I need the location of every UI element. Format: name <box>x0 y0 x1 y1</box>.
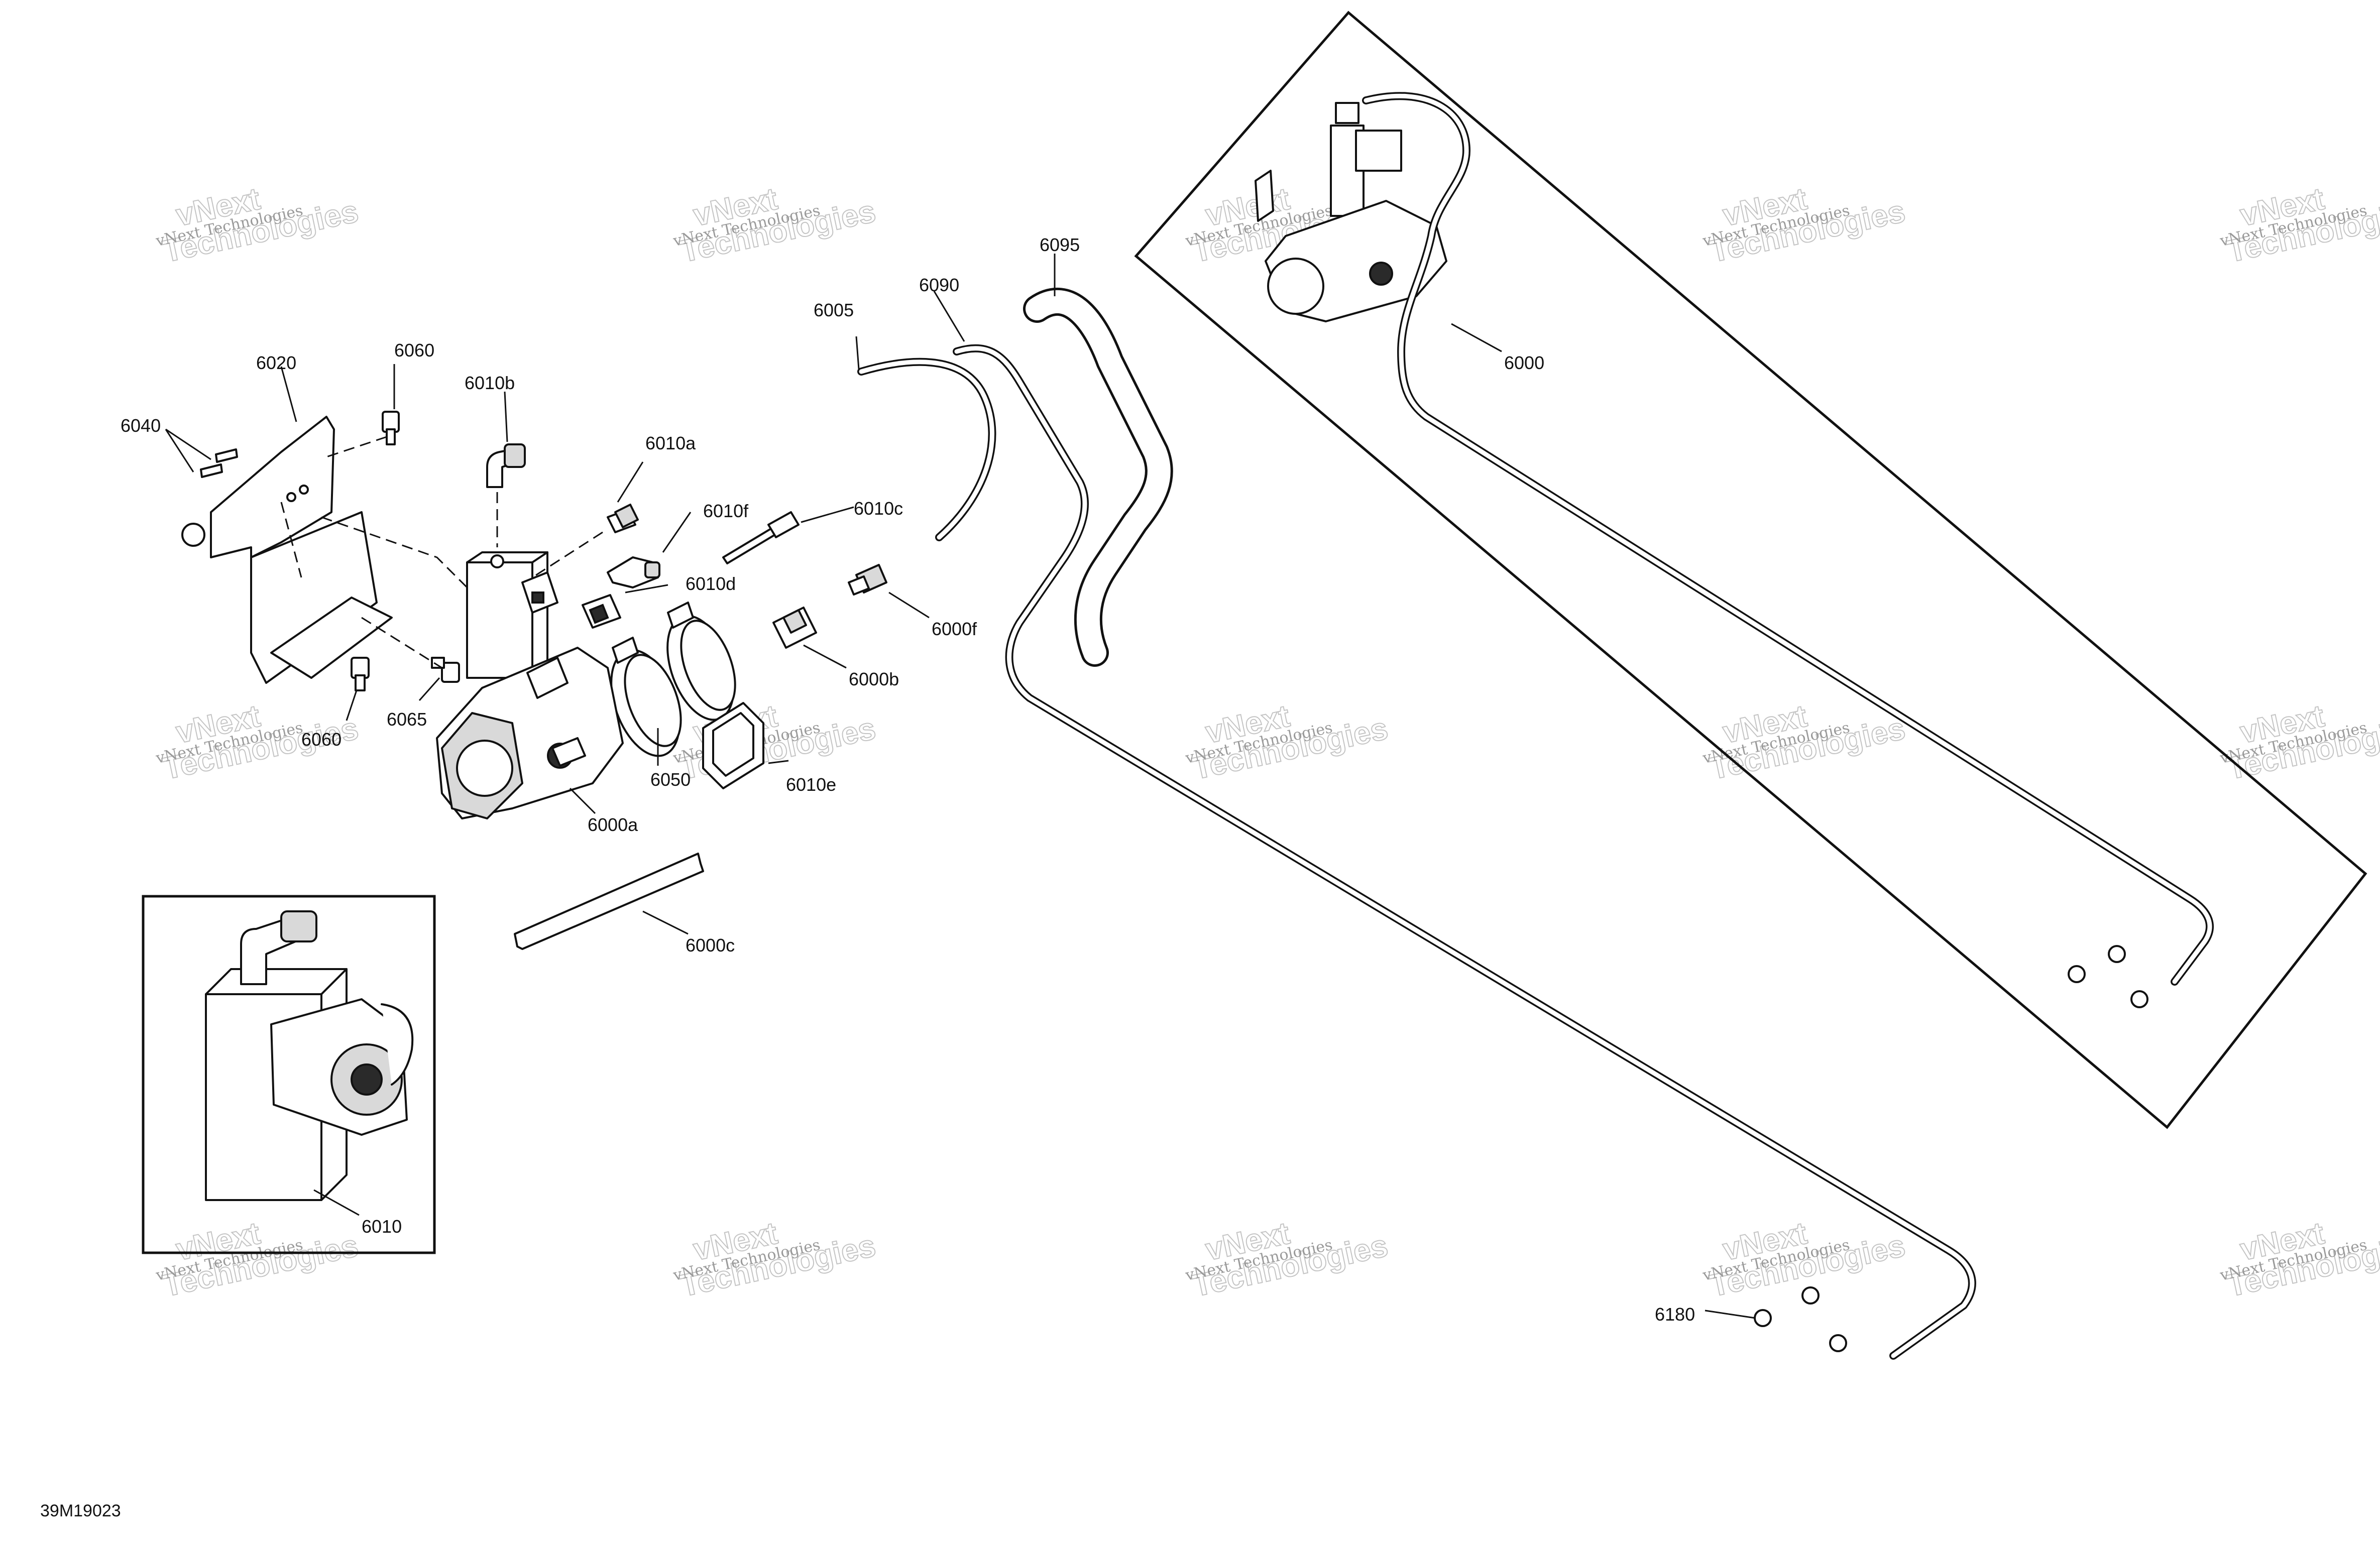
callout-6065: 6065 <box>387 709 427 730</box>
watermark: vNext Technologies vNext Technologies <box>154 1216 362 1304</box>
inset-pump-outlet <box>1369 262 1393 286</box>
callout-6010a: 6010a <box>645 433 696 453</box>
fitting-6000b <box>772 607 817 649</box>
reservoir-6010-detail <box>205 910 414 1201</box>
inset-elbow <box>1335 102 1359 124</box>
inset-bracket <box>1255 170 1274 222</box>
watermark: vNext Technologies vNext Technologies <box>2218 181 2380 270</box>
callout-6000c: 6000c <box>686 935 735 956</box>
inset-nuts <box>2068 945 2148 1008</box>
assembly-guide <box>321 516 513 619</box>
callout-6010f: 6010f <box>703 501 749 521</box>
pump-connector <box>526 657 569 699</box>
callout-6180: 6180 <box>1655 1304 1695 1325</box>
watermark: vNext Technologies vNext Technologies <box>1184 1216 1392 1304</box>
inset-connector <box>1355 130 1402 172</box>
callout-6010c: 6010c <box>854 498 903 519</box>
gasket-6010e-inner <box>712 712 754 777</box>
callout-6010: 6010 <box>362 1216 402 1237</box>
part-6010-inset-frame <box>142 895 436 1254</box>
watermark: vNext Technologies vNext Technologies <box>2218 1216 2380 1304</box>
elbow-6010b <box>486 443 526 488</box>
bolts-6040 <box>200 448 238 478</box>
callout-6010b: 6010b <box>465 373 515 393</box>
bolt-6065 <box>431 657 460 683</box>
assembly-guide <box>326 436 387 458</box>
assembly-guide <box>361 617 442 669</box>
nuts-6180 <box>1754 1286 1847 1352</box>
inset-pump-cap <box>1267 258 1324 315</box>
clamps-6050 <box>610 602 736 757</box>
inset-fuel-line-inner <box>1364 93 2212 984</box>
callout-6005: 6005 <box>814 300 854 320</box>
watermark: vNext Technologies vNext Technologies <box>1701 1216 1909 1304</box>
callout-6010e: 6010e <box>786 774 836 795</box>
watermark: vNext Technologies vNext Technologies <box>1701 698 1909 787</box>
reservoir-block-body <box>466 561 533 679</box>
callout-6090: 6090 <box>919 275 959 295</box>
callout-6060-upper: 6060 <box>394 340 434 361</box>
diagram-reference-code: 39M19023 <box>40 1501 121 1520</box>
bracket-hole <box>181 523 205 547</box>
watermark: vNext Technologies vNext Technologies <box>671 1216 879 1304</box>
callout-6000b: 6000b <box>849 669 899 689</box>
bolt-6060-lower <box>351 657 370 691</box>
callout-6050: 6050 <box>650 769 691 790</box>
reservoir-block-exploded <box>466 551 548 679</box>
reservoir-elbow-nipple <box>280 910 317 942</box>
callout-6000a: 6000a <box>588 814 638 835</box>
tube-6090-fuel-line-inner <box>954 346 1975 1358</box>
leader-lines <box>165 254 1756 1319</box>
callout-6095: 6095 <box>1040 234 1080 255</box>
watermark: vNext Technologies vNext Technologies <box>154 181 362 270</box>
connector-6010d <box>582 594 621 629</box>
callout-6010d: 6010d <box>686 573 736 594</box>
callout-6000: 6000 <box>1504 352 1544 373</box>
tube-6090-fuel-line <box>953 344 1976 1360</box>
pin-6010c <box>722 511 800 564</box>
bracket-upper-plate <box>210 416 335 558</box>
watermark: vNext Technologies vNext Technologies <box>2218 698 2380 787</box>
pump-end-face <box>456 740 513 797</box>
pump-motor-hub <box>351 1063 383 1096</box>
pad-6000c <box>514 853 704 950</box>
fitting-6000f <box>848 564 887 596</box>
assembly-6000-inset-frame <box>1134 11 2367 1129</box>
watermark: vNext Technologies vNext Technologies <box>1701 181 1909 270</box>
callout-6000f: 6000f <box>932 619 977 639</box>
bracket-6020 <box>181 416 393 684</box>
hose-6095-inner <box>1026 290 1171 664</box>
pump-harness <box>381 1003 414 1086</box>
assembly-guide <box>532 531 603 578</box>
assembly-guide <box>280 502 302 578</box>
fitting-6010f <box>607 556 660 588</box>
inset-6000-pump-assembly <box>1255 102 1447 322</box>
tube-6005-inner <box>859 360 995 540</box>
callout-6040: 6040 <box>121 415 161 436</box>
fitting-6010a <box>607 504 639 533</box>
callout-6020: 6020 <box>256 352 296 373</box>
callout-6060-lower: 6060 <box>301 729 342 750</box>
callout-labels: 6000 6000a 6000b 6000c 6000f 6005 6010 6… <box>121 234 1695 1325</box>
watermark: vNext Technologies vNext Technologies <box>671 181 879 270</box>
watermark: vNext Technologies vNext Technologies <box>1184 698 1392 787</box>
pump-6000a <box>436 647 624 819</box>
connector-reservoir <box>521 571 558 614</box>
bolt-6060-upper <box>382 411 400 445</box>
